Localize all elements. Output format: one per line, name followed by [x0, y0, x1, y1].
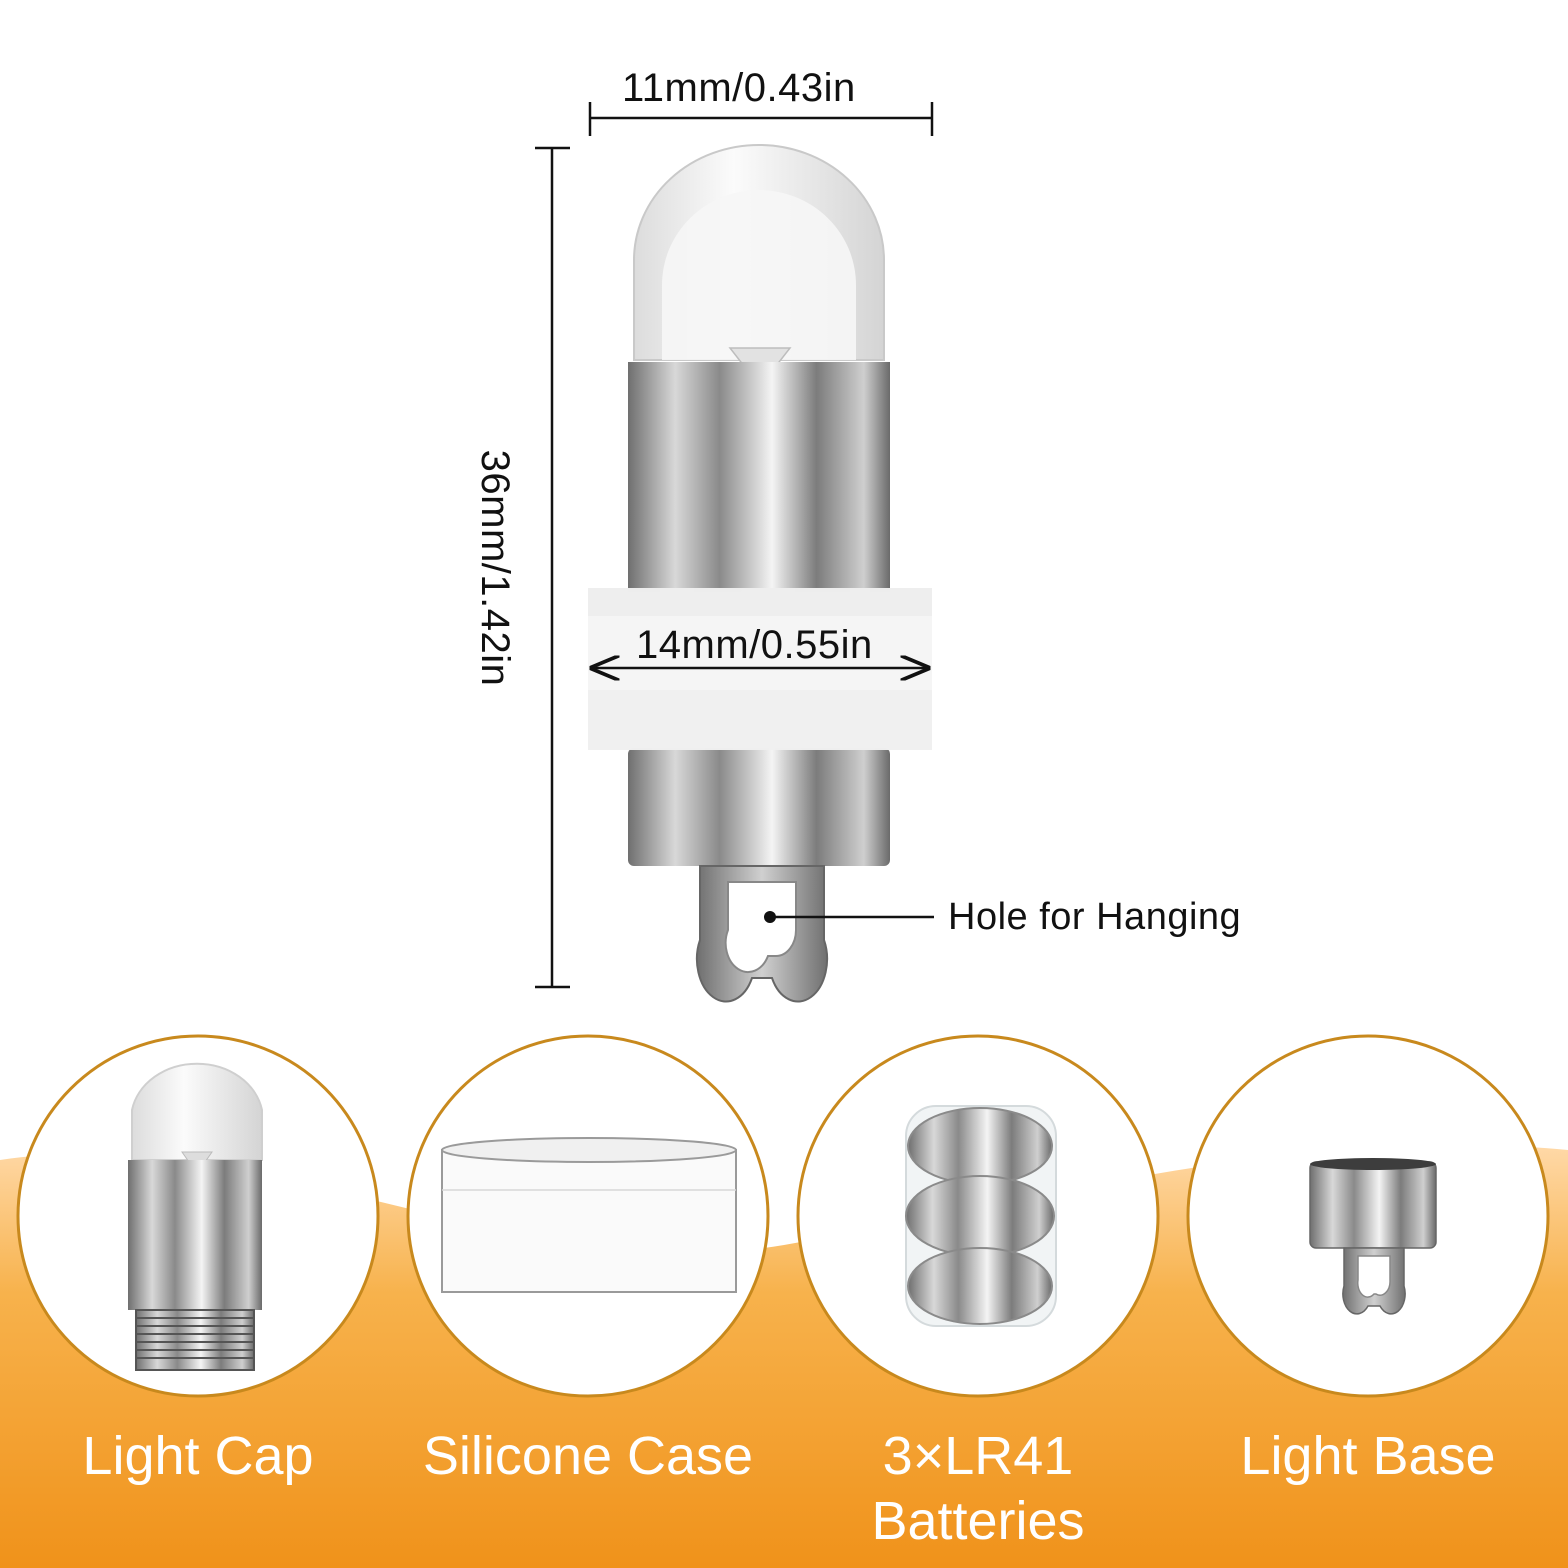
part-label-light-cap: Light Cap — [82, 1426, 314, 1486]
part-label-batteries: 3×LR41 Batteries — [871, 1424, 1084, 1554]
hanging-hole-callout: Hole for Hanging — [948, 896, 1242, 938]
part-label-light-base: Light Base — [1240, 1426, 1496, 1486]
top-width-label: 11mm/0.43in — [622, 66, 856, 110]
part-label-batteries-line2: Batteries — [871, 1490, 1085, 1551]
part-label-silicone-case: Silicone Case — [422, 1426, 754, 1486]
height-label: 36mm/1.42in — [473, 449, 517, 687]
case-width-label: 14mm/0.55in — [636, 623, 873, 667]
part-label-batteries-line1: 3×LR41 — [882, 1426, 1074, 1486]
